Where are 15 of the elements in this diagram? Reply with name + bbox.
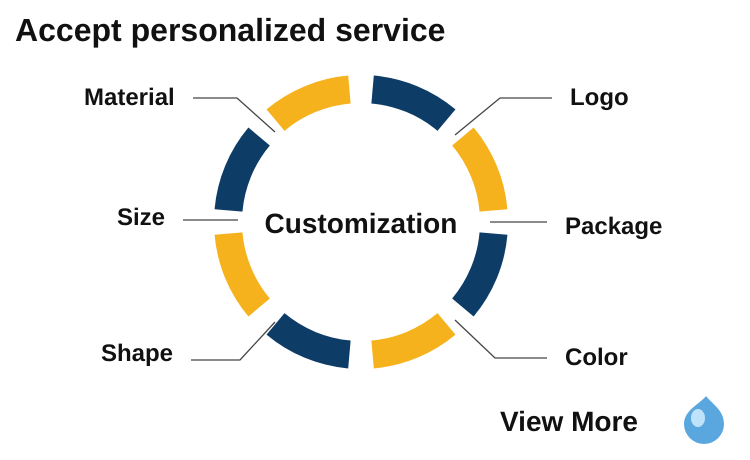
link-text: View More	[500, 406, 638, 438]
leader-line	[183, 219, 238, 221]
leader-line	[490, 221, 547, 223]
title: Accept personalized service	[15, 12, 446, 49]
leader-line	[454, 320, 547, 359]
category-label: Logo	[570, 84, 629, 112]
center-label: Customization	[264, 208, 458, 240]
category-label: Package	[565, 213, 662, 241]
category-label: Material	[84, 84, 175, 112]
leader-line	[193, 97, 276, 132]
leader-line	[191, 322, 276, 361]
category-label: Shape	[101, 340, 174, 368]
category-label: Size	[117, 204, 166, 232]
leader-line	[454, 97, 552, 136]
category-label: Color	[565, 344, 628, 372]
